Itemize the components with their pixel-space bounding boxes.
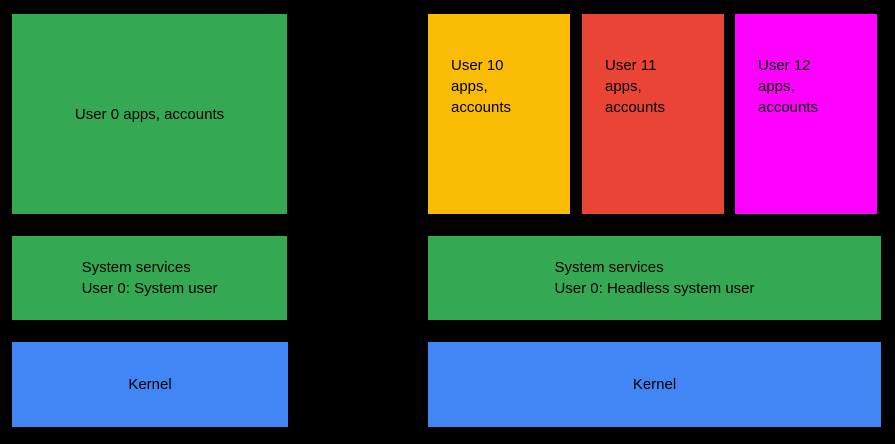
user12-apps-box: User 12 apps, accounts xyxy=(735,14,877,214)
kernel-right-box: Kernel xyxy=(428,342,881,427)
user11-apps-label: User 11 apps, accounts xyxy=(605,57,666,116)
user12-apps-label: User 12 apps, accounts xyxy=(758,57,819,116)
system-services-right-box: System services User 0: Headless system … xyxy=(428,236,881,320)
kernel-left-box: Kernel xyxy=(12,342,288,427)
user0-apps-label: User 0 apps, accounts xyxy=(74,105,225,123)
user11-apps-box: User 11 apps, accounts xyxy=(582,14,724,214)
kernel-left-label: Kernel xyxy=(128,376,172,393)
system-services-right-label: System services User 0: Headless system … xyxy=(554,259,755,297)
kernel-right-label: Kernel xyxy=(632,376,677,393)
user10-apps-box: User 10 apps, accounts xyxy=(428,14,570,214)
user0-apps-box: User 0 apps, accounts xyxy=(12,14,287,214)
user10-apps-label: User 10 apps, accounts xyxy=(451,57,512,116)
system-services-left-label: System services User 0: System user xyxy=(81,259,218,297)
system-services-left-box: System services User 0: System user xyxy=(12,236,287,320)
